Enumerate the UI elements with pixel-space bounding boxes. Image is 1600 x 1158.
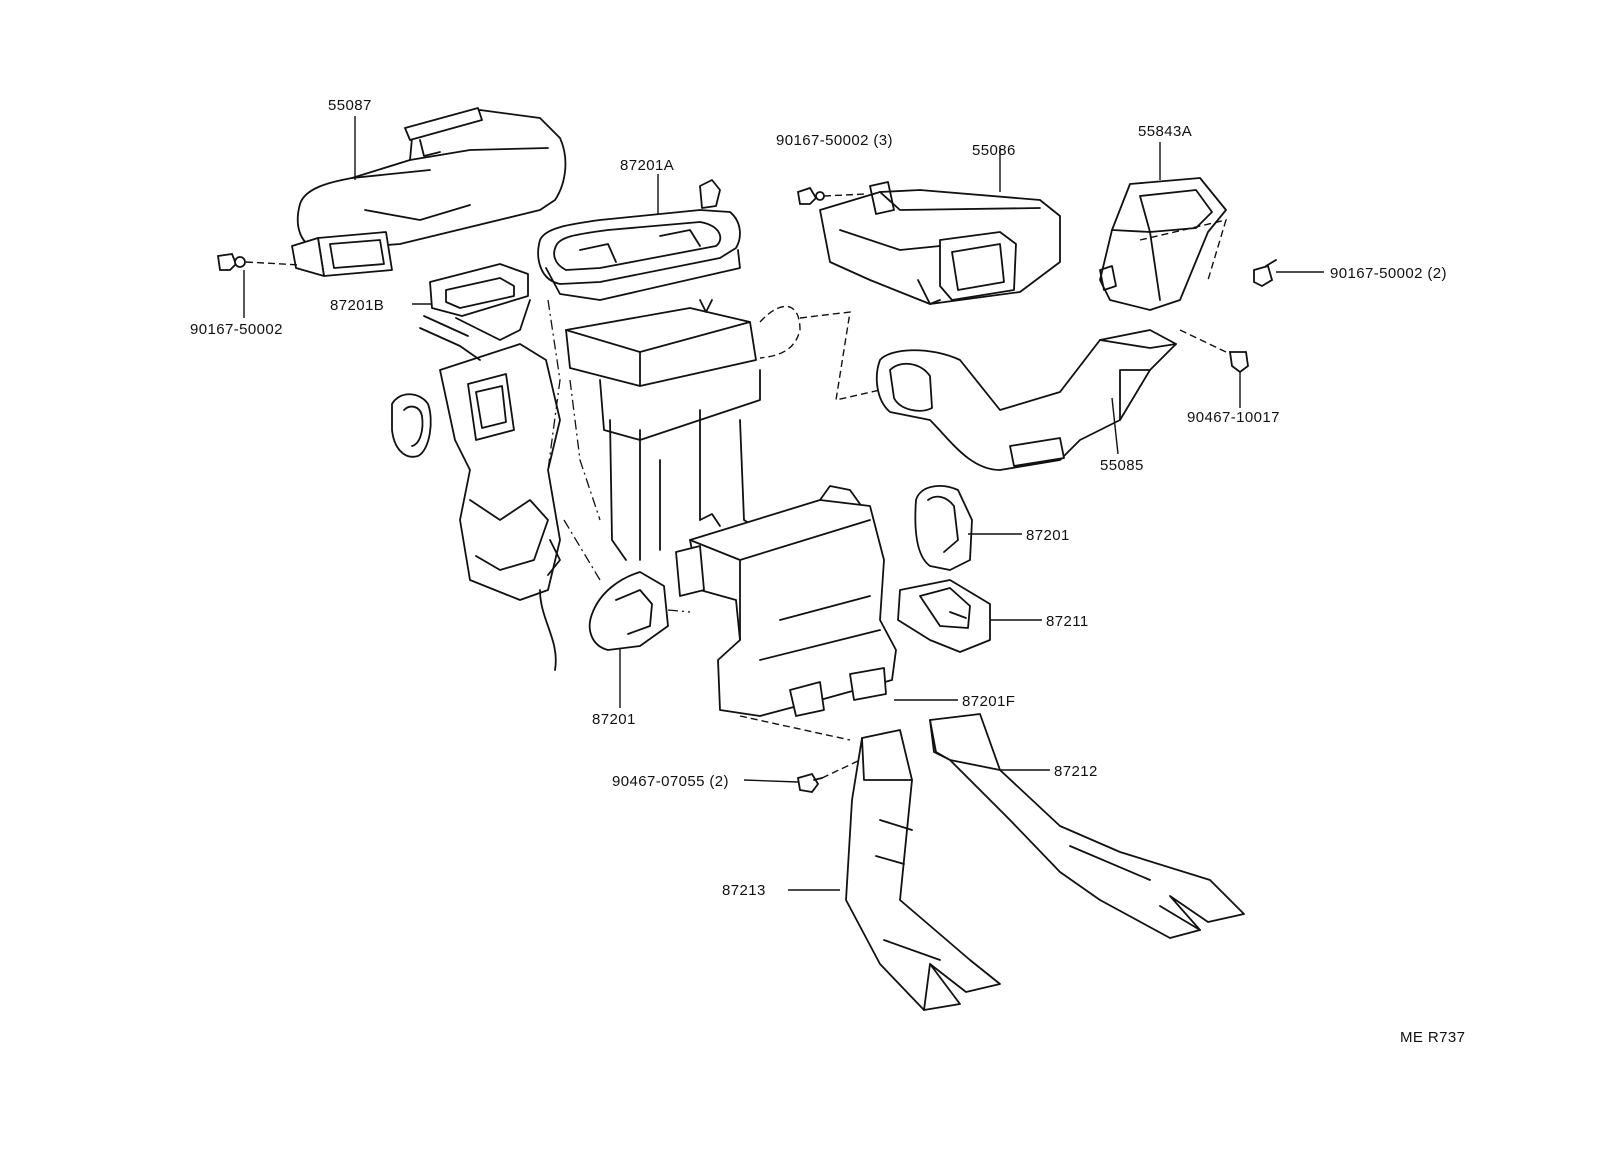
clip-90167-50002-2 (1253, 259, 1277, 288)
duct-87213 (845, 729, 1001, 1011)
label-87201A: 87201A (620, 157, 674, 174)
duct-55085 (875, 219, 1228, 471)
label-87201F: 87201F (962, 693, 1015, 710)
label-55843A: 55843A (1138, 123, 1192, 140)
label-55086: 55086 (972, 142, 1016, 159)
label-90167-50002-2: 90167-50002 (2) (1330, 265, 1447, 282)
screw-90467-10017 (1179, 329, 1249, 374)
label-90467-10017: 90467-10017 (1187, 409, 1280, 426)
label-90167-50002-3: 90167-50002 (3) (776, 132, 893, 149)
duct-55086 (819, 181, 1061, 305)
callouts: 55087 87201A 90167-50002 (3) 55086 55843… (190, 97, 1465, 1046)
dash-link-unit-55085 (799, 311, 881, 401)
leader-lines (243, 116, 1324, 891)
label-87212: 87212 (1054, 763, 1098, 780)
label-90167-50002: 90167-50002 (190, 321, 283, 338)
bracket-87211 (897, 579, 991, 653)
reference-code: ME R737 (1400, 1029, 1465, 1046)
clip-90167-50002-left (216, 253, 301, 271)
label-55085: 55085 (1100, 457, 1144, 474)
gasket-87201A (537, 179, 741, 301)
label-87201-left: 87201 (592, 711, 636, 728)
label-55087: 55087 (328, 97, 372, 114)
label-90467-07055-2: 90467-07055 (2) (612, 773, 729, 790)
screw-90467-07055 (796, 759, 861, 793)
label-87211: 87211 (1046, 613, 1089, 630)
housing-87201F (675, 485, 897, 741)
label-87201B: 87201B (330, 297, 384, 314)
label-87213: 87213 (722, 882, 766, 899)
duct-87212 (929, 713, 1245, 939)
duct-55843A (1099, 177, 1227, 311)
heater-unit (391, 299, 801, 671)
duct-55087 (291, 107, 567, 277)
boot-87201-right (914, 485, 973, 571)
duct-87201-left (563, 519, 691, 651)
label-87201-right: 87201 (1026, 527, 1070, 544)
gasket-87201B (429, 263, 531, 341)
clip-90167-50002-3 (796, 186, 867, 205)
